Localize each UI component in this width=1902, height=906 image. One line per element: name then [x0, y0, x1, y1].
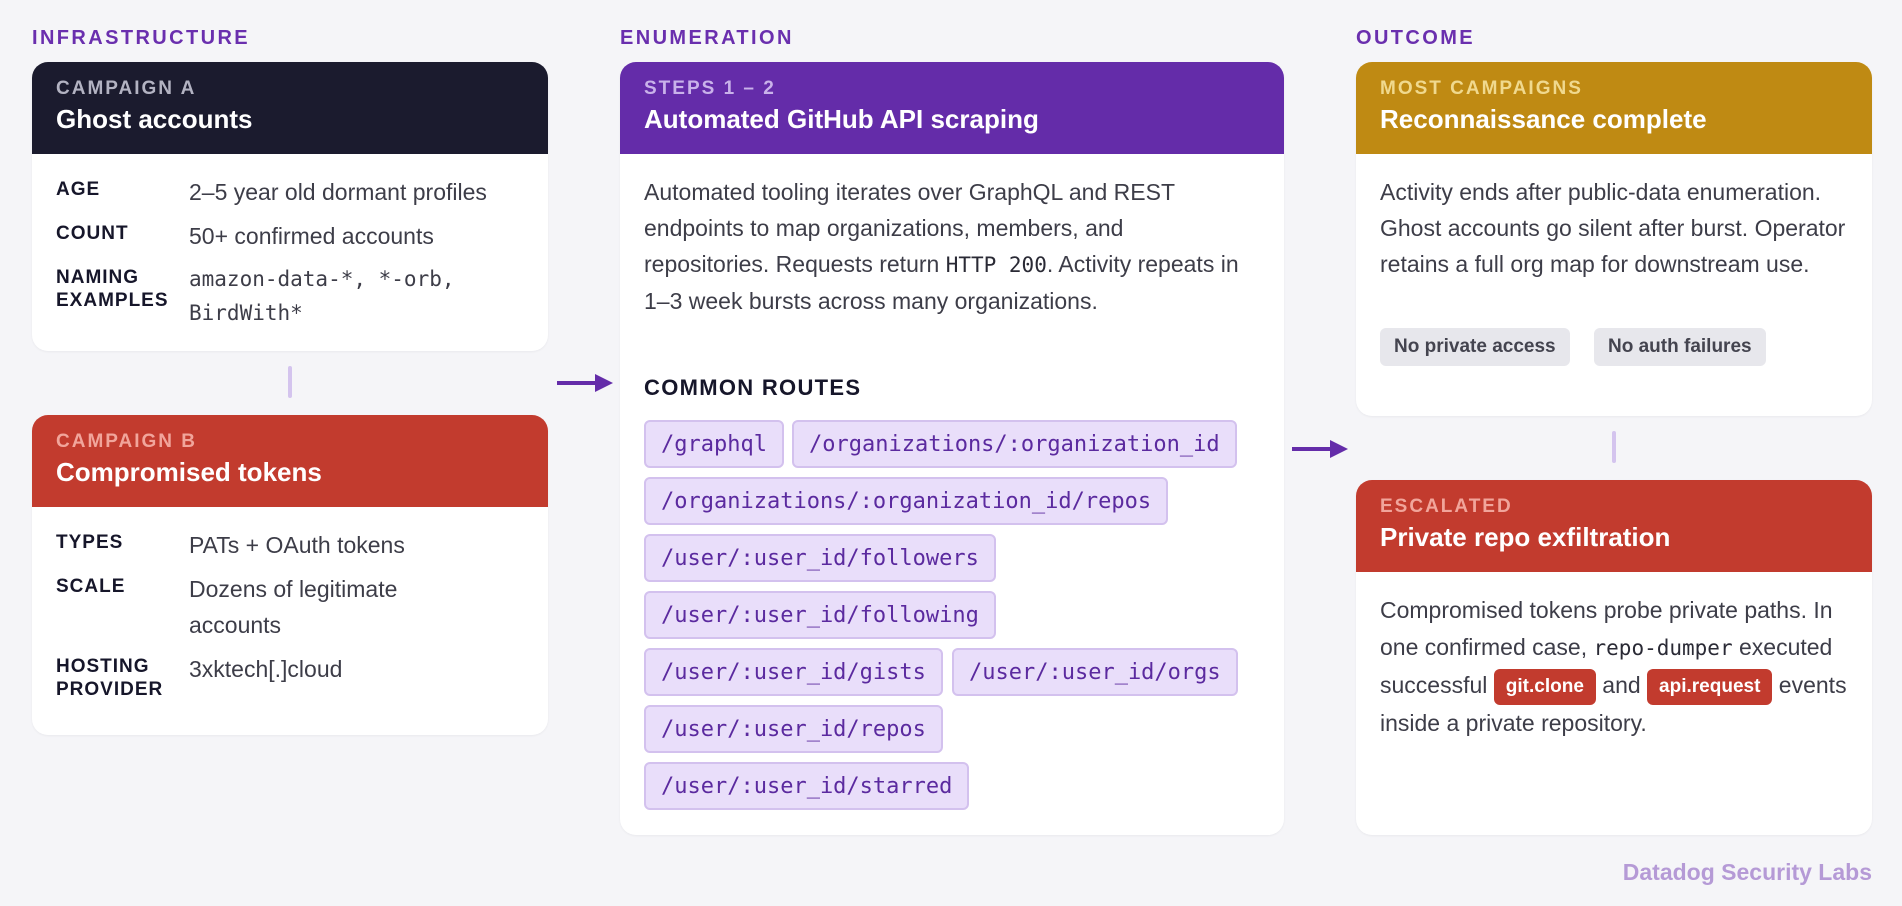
event-badge-api-request: api.request	[1647, 668, 1773, 705]
kv-value: 2–5 year old dormant profiles	[189, 179, 487, 205]
route-tag: /organizations/:organization_id/repos	[644, 477, 1169, 525]
enumeration-description: Automated tooling iterates over GraphQL …	[644, 174, 1244, 319]
kv-key: TYPES	[56, 532, 124, 553]
kv-value-line: accounts	[189, 612, 282, 638]
campaign-a-title: Ghost accounts	[56, 104, 253, 134]
kv-value-line: amazon-data-*, *-orb,	[189, 267, 455, 291]
campaign-b-details: TYPES PATs + OAuth tokens SCALE Dozens o…	[56, 527, 528, 716]
campaign-a-row-naming: NAMING EXAMPLES amazon-data-*, *-orb, Bi…	[56, 262, 528, 330]
kv-key-line: EXAMPLES	[56, 290, 169, 311]
http-status-code: HTTP 200	[945, 253, 1047, 277]
description-text: Automated tooling iterates over GraphQL …	[644, 179, 1175, 277]
column-label-infrastructure: INFRASTRUCTURE	[32, 27, 251, 49]
kv-value: PATs + OAuth tokens	[189, 532, 405, 558]
escalated-title: Private repo exfiltration	[1380, 522, 1671, 552]
campaign-b-kicker: CAMPAIGN B	[56, 431, 198, 452]
campaign-b-header: CAMPAIGN B Compromised tokens	[32, 415, 548, 507]
kv-value-line: BirdWith*	[189, 301, 303, 325]
connector-line	[288, 366, 292, 398]
route-tag: /user/:user_id/following	[644, 591, 996, 639]
description-text: Compromised tokens probe private paths. …	[1380, 597, 1833, 660]
campaign-a-details: AGE 2–5 year old dormant profiles COUNT …	[56, 174, 528, 344]
escalated-outcome-card: ESCALATED Private repo exfiltration Comp…	[1356, 480, 1872, 835]
tool-name-code: repo-dumper	[1593, 636, 1733, 660]
kv-value: 50+ confirmed accounts	[189, 223, 434, 249]
enumeration-kicker: STEPS 1 – 2	[644, 78, 776, 99]
kv-value: 3xktech[.]cloud	[189, 656, 343, 682]
description-text: . Activity repeats in 1–3 week bursts ac…	[644, 251, 1239, 314]
campaign-b-card: CAMPAIGN B Compromised tokens TYPES PATs…	[32, 415, 548, 735]
route-tag: /user/:user_id/starred	[644, 762, 970, 810]
event-badge-git-clone: git.clone	[1493, 668, 1596, 705]
common-routes-title: COMMON ROUTES	[644, 375, 862, 400]
description-text: and	[1595, 672, 1648, 698]
kv-key: AGE	[56, 179, 101, 200]
arrow-right-icon	[1292, 440, 1348, 458]
escalated-header: ESCALATED Private repo exfiltration	[1356, 480, 1872, 572]
footer-brand: Datadog Security Labs	[1622, 859, 1872, 885]
route-tag: /graphql	[644, 420, 784, 468]
enumeration-title: Automated GitHub API scraping	[644, 104, 1039, 134]
kv-key-line: HOSTING	[56, 656, 150, 677]
recon-kicker: MOST CAMPAIGNS	[1380, 78, 1583, 99]
campaign-b-row-hosting: HOSTING PROVIDER 3xktech[.]cloud	[56, 651, 528, 702]
escalated-kicker: ESCALATED	[1380, 496, 1513, 517]
description-text: events inside a private repository.	[1380, 672, 1847, 736]
description-text: executed successful	[1380, 634, 1833, 698]
recon-outcome-card: MOST CAMPAIGNS Reconnaissance complete A…	[1356, 62, 1872, 416]
arrow-right-icon	[557, 374, 613, 392]
kv-key-line: PROVIDER	[56, 679, 164, 700]
campaign-a-row-age: AGE 2–5 year old dormant profiles	[56, 174, 528, 210]
campaign-a-kicker: CAMPAIGN A	[56, 78, 197, 99]
status-tag: No private access	[1380, 328, 1570, 366]
route-tag: /user/:user_id/gists	[644, 648, 943, 696]
route-tag: /user/:user_id/repos	[644, 705, 943, 753]
enumeration-card: STEPS 1 – 2 Automated GitHub API scrapin…	[620, 62, 1284, 835]
campaign-b-row-types: TYPES PATs + OAuth tokens	[56, 527, 528, 563]
kv-key: NAMING EXAMPLES	[56, 262, 189, 330]
kv-key: SCALE	[56, 576, 126, 597]
route-tag: /organizations/:organization_id	[792, 420, 1237, 468]
route-tag: /user/:user_id/followers	[644, 534, 996, 582]
recon-title: Reconnaissance complete	[1380, 104, 1707, 134]
column-label-enumeration: ENUMERATION	[620, 27, 794, 49]
kv-key-line: NAMING	[56, 267, 140, 288]
campaign-a-header: CAMPAIGN A Ghost accounts	[32, 62, 548, 154]
kv-value: amazon-data-*, *-orb, BirdWith*	[189, 262, 455, 330]
kv-key: COUNT	[56, 223, 129, 244]
kv-key: HOSTING PROVIDER	[56, 651, 189, 702]
status-tag: No auth failures	[1594, 328, 1766, 366]
kv-value: Dozens of legitimate accounts	[189, 571, 397, 643]
column-label-outcome: OUTCOME	[1356, 27, 1476, 49]
route-tag: /user/:user_id/orgs	[952, 648, 1238, 696]
campaign-a-card: CAMPAIGN A Ghost accounts AGE 2–5 year o…	[32, 62, 548, 351]
escalated-description: Compromised tokens probe private paths. …	[1380, 592, 1848, 742]
recon-description: Activity ends after public-data enumerat…	[1380, 179, 1846, 277]
enumeration-header: STEPS 1 – 2 Automated GitHub API scrapin…	[620, 62, 1284, 154]
kv-value-line: Dozens of legitimate	[189, 576, 398, 602]
campaign-a-row-count: COUNT 50+ confirmed accounts	[56, 218, 528, 254]
campaign-b-title: Compromised tokens	[56, 457, 322, 487]
recon-header: MOST CAMPAIGNS Reconnaissance complete	[1356, 62, 1872, 154]
campaign-b-row-scale: SCALE Dozens of legitimate accounts	[56, 571, 528, 643]
connector-line	[1612, 431, 1616, 463]
